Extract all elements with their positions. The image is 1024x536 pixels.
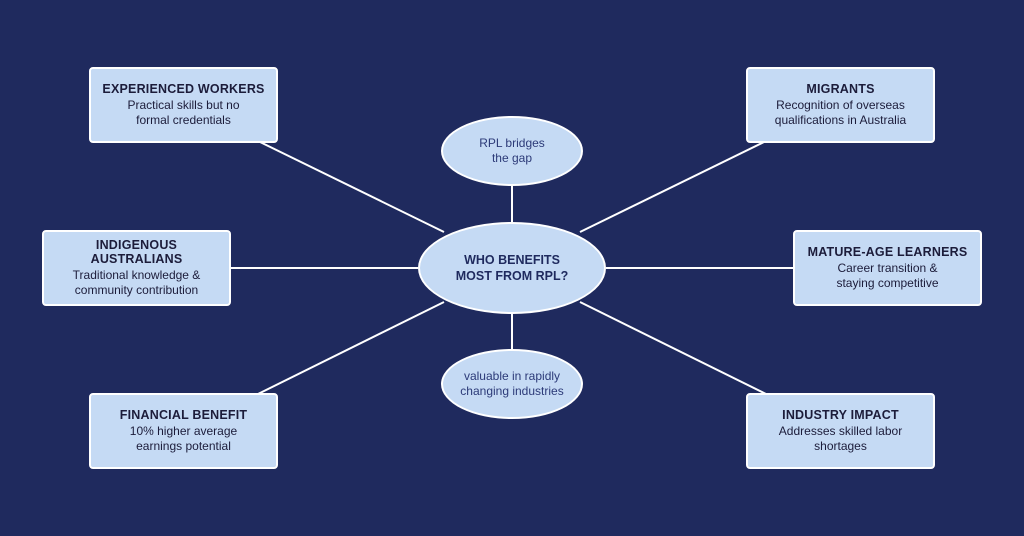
node-mature-age-learners: MATURE-AGE LEARNERS Career transition & … [793,230,982,306]
sub-node-bottom-label: valuable in rapidly changing industries [460,369,564,398]
center-node-label: WHO BENEFITS MOST FROM RPL? [455,253,569,283]
node-title: INDIGENOUS AUSTRALIANS [90,238,183,266]
connector-experienced-workers [257,140,445,233]
node-indigenous-australians: INDIGENOUS AUSTRALIANS Traditional knowl… [42,230,231,306]
node-financial-benefit: FINANCIAL BENEFIT 10% higher average ear… [89,393,278,469]
node-title: FINANCIAL BENEFIT [119,408,248,422]
sub-node-top: RPL bridges the gap [441,116,583,186]
node-title: INDUSTRY IMPACT [782,408,899,422]
connector-industry [579,301,767,395]
node-title: EXPERIENCED WORKERS [102,82,265,96]
node-experienced-workers: EXPERIENCED WORKERS Practical skills but… [89,67,278,143]
center-node: WHO BENEFITS MOST FROM RPL? [418,222,606,314]
node-industry-impact: INDUSTRY IMPACT Addresses skilled labor … [746,393,935,469]
node-description: Traditional knowledge & community contri… [72,268,201,297]
node-description: Addresses skilled labor shortages [778,424,903,453]
node-title: MATURE-AGE LEARNERS [807,245,968,259]
node-description: Practical skills but no formal credentia… [127,98,240,127]
sub-node-bottom: valuable in rapidly changing industries [441,349,583,419]
node-description: 10% higher average earnings potential [129,424,238,453]
node-description: Career transition & staying competitive [836,261,939,290]
connector-migrants [579,140,767,233]
sub-node-top-label: RPL bridges the gap [479,136,545,165]
node-migrants: MIGRANTS Recognition of overseas qualifi… [746,67,935,143]
connector-financial [257,301,445,395]
node-title: MIGRANTS [806,82,875,96]
node-description: Recognition of overseas qualifications i… [774,98,907,127]
